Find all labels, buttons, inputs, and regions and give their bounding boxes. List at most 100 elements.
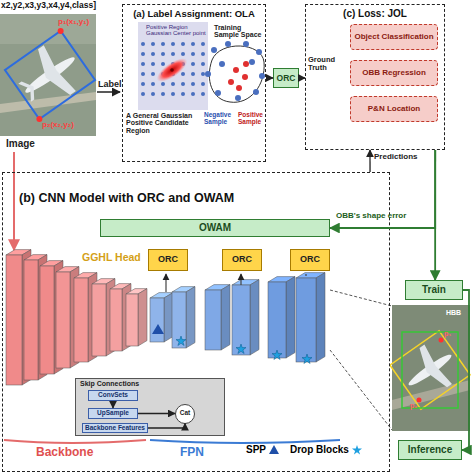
connector-arrow [148, 424, 185, 429]
connector-arrow [299, 77, 305, 78]
loss-box: OBB Regression [350, 60, 438, 86]
annotation-label: p₁ [444, 330, 456, 337]
head-arrows [305, 274, 306, 276]
input-image [0, 92, 96, 113]
sample-space [215, 90, 221, 96]
section-box: (a) Label Assignment: OLA [122, 4, 266, 162]
gaussian-panel [201, 42, 205, 46]
gaussian-panel [161, 62, 165, 66]
concat-circle: Cat [175, 404, 195, 424]
feature-block [110, 289, 122, 351]
node-label: OWAM [199, 223, 231, 234]
network-blocks [6, 250, 325, 385]
annotation-label: Backbone [36, 446, 116, 459]
section-box: (c) Loss: JOL Object ClassificationOBB Re… [305, 4, 445, 150]
annotation-label: Image [6, 139, 46, 150]
dropblock-mark [272, 350, 282, 360]
head-box: ORC [222, 249, 262, 271]
gaussian-panel [161, 42, 165, 46]
node-label: Inference [408, 445, 452, 456]
feature-block [40, 266, 54, 374]
input-image [5, 31, 95, 119]
label-arrow [97, 91, 120, 93]
underline-brackets [4, 440, 146, 443]
model-box: (b) CNN Model with ORC and OWAMOWAMORCOR… [2, 172, 390, 472]
module-band: OWAM [100, 219, 330, 237]
sample-space [228, 61, 249, 91]
sample-space [242, 74, 248, 80]
result-image [390, 331, 470, 410]
gaussian-panel [201, 92, 205, 96]
feature-block [172, 292, 186, 348]
head-arrows [240, 274, 241, 285]
gaussian-panel [138, 22, 208, 110]
input-image [0, 14, 96, 136]
feature-block [150, 298, 164, 342]
process-box: Train [405, 280, 463, 300]
feature-block [316, 273, 325, 362]
annotation-label: A General Gaussian Positive Candidate Re… [126, 112, 202, 134]
feature-block [172, 287, 195, 348]
zoom-lines [330, 350, 392, 430]
feature-block [296, 278, 316, 362]
sample-space [211, 47, 217, 53]
result-image [413, 345, 452, 392]
feature-block [221, 285, 230, 350]
gaussian-panel [171, 42, 175, 46]
result-image [390, 305, 470, 431]
feature-block [232, 280, 259, 355]
feature-block [24, 260, 38, 380]
loss-box: P&N Location [350, 96, 438, 122]
sample-space [236, 85, 242, 91]
gaussian-panel [161, 52, 165, 56]
edge-label: Predictions [374, 153, 430, 161]
gaussian-panel [141, 92, 145, 96]
process-box: Inference [398, 440, 462, 460]
input-image [0, 14, 96, 136]
gaussian-panel [151, 72, 155, 76]
gaussian-panel [170, 68, 174, 72]
gaussian-panel [153, 54, 191, 86]
feature-block [164, 293, 173, 342]
connector-arrow [462, 290, 469, 450]
sample-space [253, 89, 259, 95]
result-image [402, 332, 458, 408]
feature-block [186, 287, 195, 348]
feature-block [150, 293, 173, 342]
legend-item: SPP [246, 444, 279, 455]
underline-brackets [150, 440, 340, 443]
gaussian-panel [141, 72, 145, 76]
annotation-label: p₂(x₂,y₂) [42, 121, 92, 129]
annotation-label: Positive Region Gaussian Center point [146, 24, 206, 37]
sample-space [228, 79, 234, 85]
feature-block [250, 280, 259, 355]
connector-arrow [266, 77, 273, 78]
connector-arrow [369, 150, 370, 172]
sample-space [205, 41, 265, 101]
gaussian-panel [191, 52, 195, 56]
result-image [392, 305, 470, 431]
gaussian-panel [181, 82, 185, 86]
node-label: ORC [277, 74, 296, 83]
node-label: P&N Location [368, 105, 420, 113]
feature-block [205, 290, 221, 350]
annotation-label: Negative Sample [204, 112, 238, 126]
section-title: (a) Label Assignment: OLA [125, 8, 263, 19]
sample-space [205, 41, 265, 102]
annotation-label: p₂ [410, 402, 422, 409]
gaussian-panel [181, 72, 185, 76]
node-label: OBB Regression [362, 69, 426, 77]
sample-space [249, 59, 255, 65]
gaussian-panel [201, 62, 205, 66]
section-title: Skip Connections [80, 380, 220, 387]
node-label: Cat [180, 410, 190, 417]
node-label: Train [422, 285, 446, 296]
gaussian-panel [151, 82, 155, 86]
section-title: (c) Loss: JOL [308, 8, 442, 19]
node-label: ORC [232, 255, 252, 264]
node-label: UpSample [97, 410, 129, 417]
node-label: Object Classification [354, 33, 433, 41]
input-image [18, 77, 40, 101]
gaussian-panel [201, 82, 205, 86]
